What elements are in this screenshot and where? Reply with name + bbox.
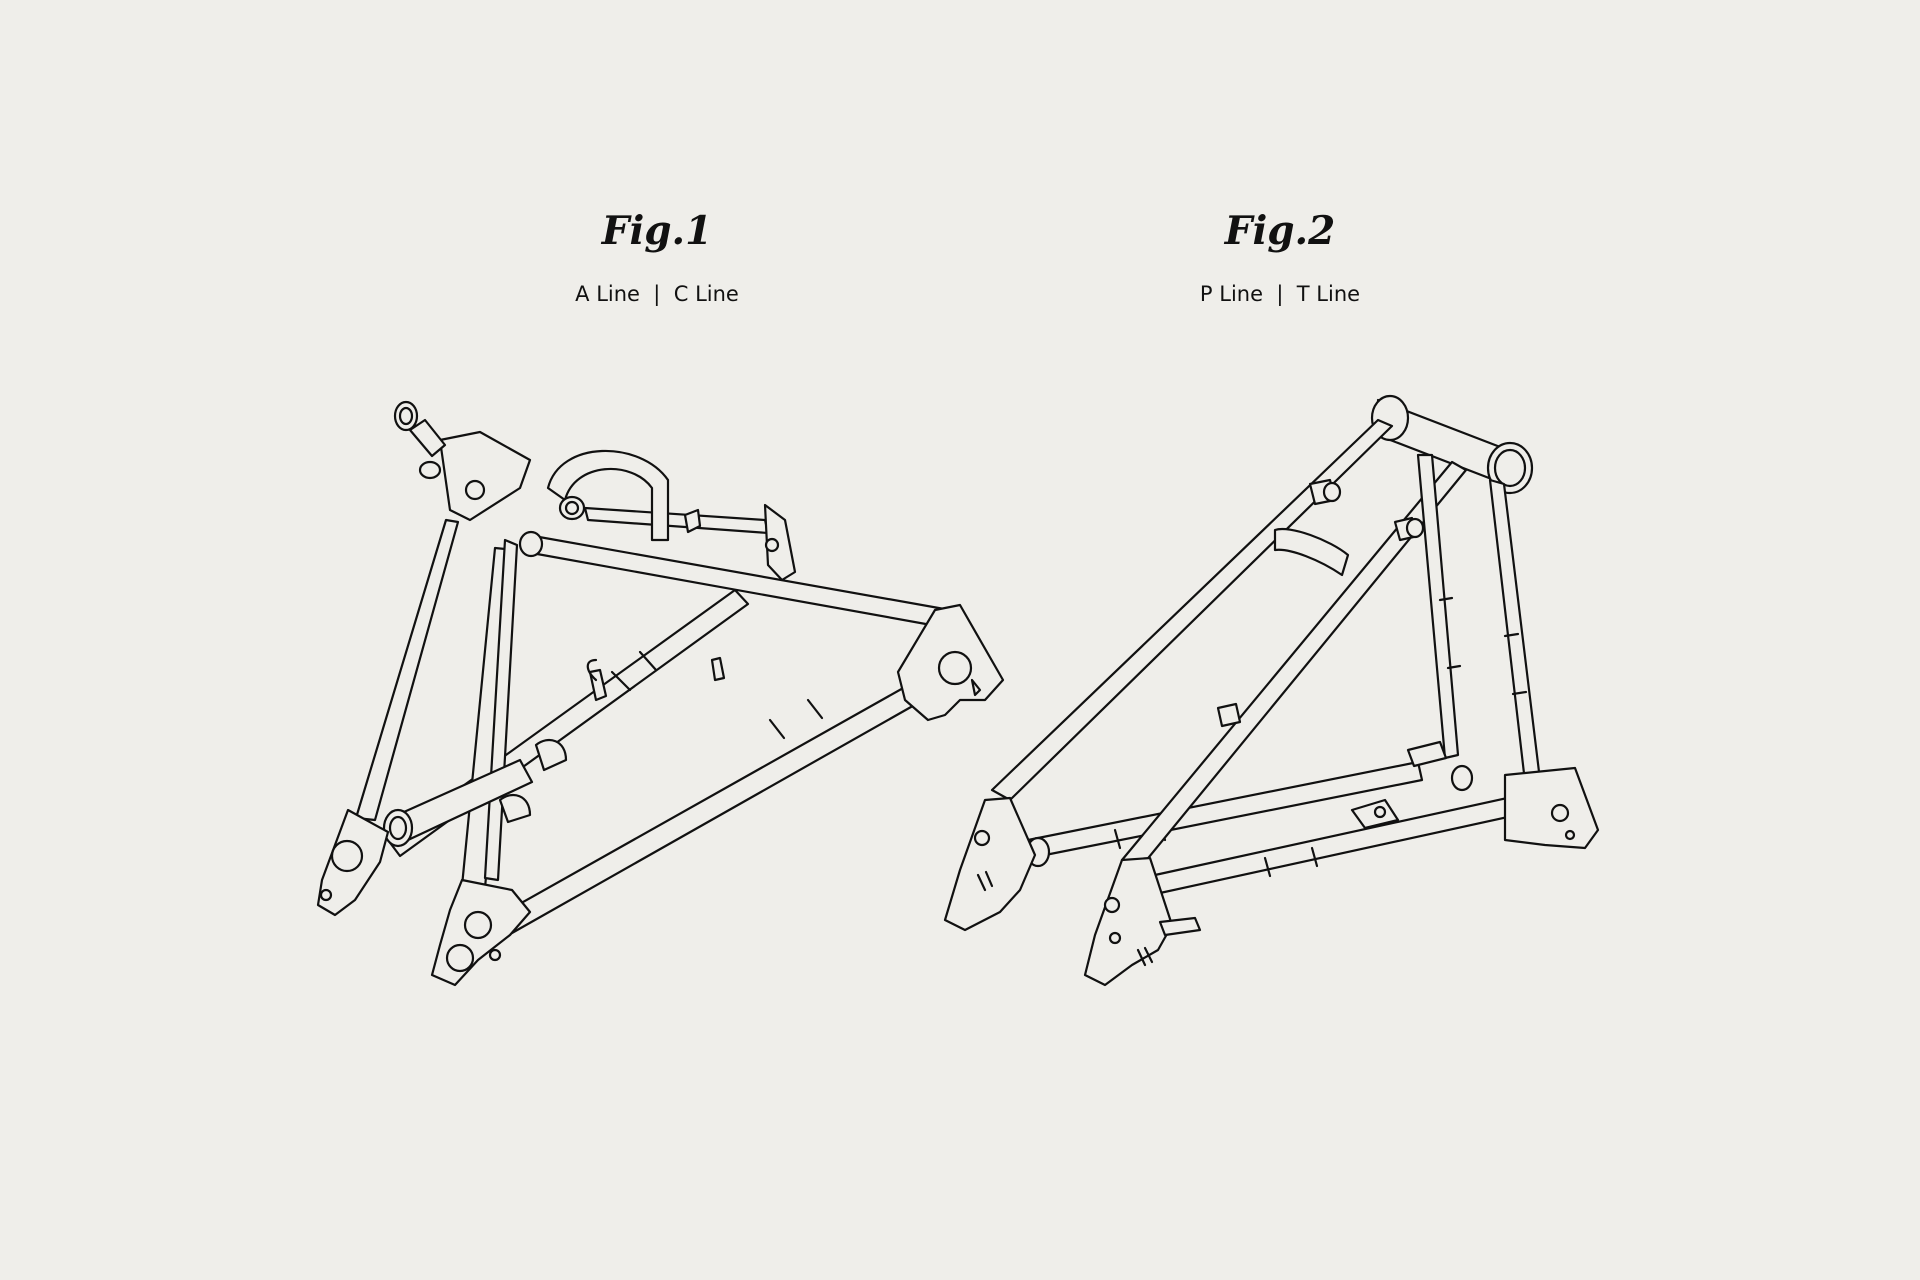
fig2-middle-brackets bbox=[1350, 740, 1448, 830]
fig1-hoop bbox=[546, 449, 670, 542]
fig1-upper-tube-rear bbox=[518, 506, 952, 630]
figure-2-subtitle: P Line | T Line bbox=[1199, 282, 1361, 306]
fig2-bridge bbox=[1273, 527, 1350, 577]
fig2-right-dropout bbox=[1450, 764, 1600, 850]
figure-1-frame-drawing bbox=[316, 400, 1005, 987]
fig1-left-dropout bbox=[316, 808, 390, 917]
fig1-cross-tube bbox=[382, 758, 534, 848]
figure-1-subtitle: A Line | C Line bbox=[575, 282, 739, 306]
figure-2-frame-drawing bbox=[943, 394, 1600, 987]
fig1-left-stay bbox=[354, 518, 460, 822]
fig1-brackets bbox=[498, 508, 726, 824]
fig2-pegs bbox=[1216, 478, 1425, 728]
fig1-top-plate bbox=[393, 400, 586, 522]
fig2-top-tube bbox=[1370, 394, 1534, 495]
fig2-right-stays bbox=[1416, 453, 1542, 784]
figure-1-title: Fig.1 bbox=[601, 208, 713, 254]
fig2-front-dropout bbox=[1083, 856, 1202, 987]
fig1-upper-right-bracket bbox=[763, 503, 797, 582]
fig1-middle-dropout bbox=[430, 878, 532, 987]
figure-2-title: Fig.2 bbox=[1224, 208, 1336, 254]
fig1-right-dropout bbox=[896, 603, 1005, 722]
fig1-middle-stay bbox=[460, 538, 519, 890]
fig2-left-dropout bbox=[943, 796, 1037, 932]
